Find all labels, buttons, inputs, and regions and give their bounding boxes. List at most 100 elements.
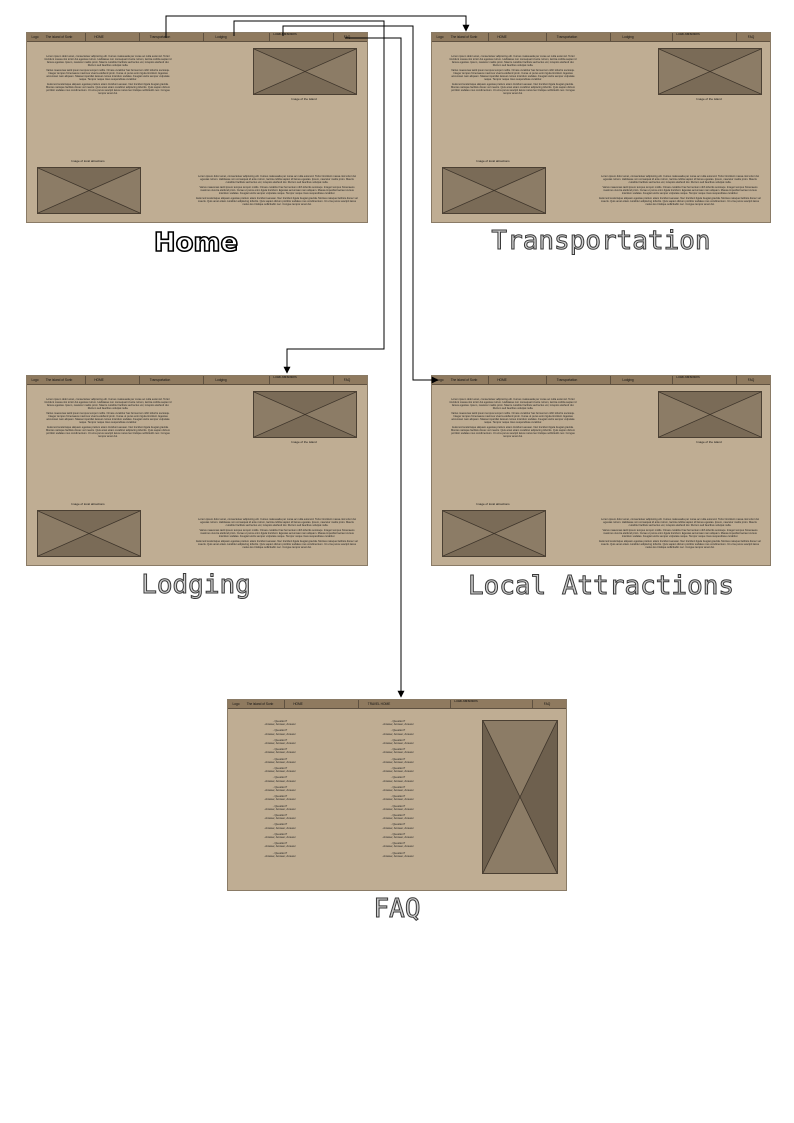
faq-item: - Question?-Answer, Answer, Answer xyxy=(250,841,310,849)
image-placeholder-local xyxy=(37,167,141,214)
faq-item: - Question?-Answer, Answer, Answer xyxy=(250,757,310,764)
nav-transportation[interactable]: Transportation xyxy=(139,33,180,41)
answer: -Answer, Answer, Answer xyxy=(382,722,414,727)
faq-item: - Question?-Answer, Answer, Answer xyxy=(368,832,428,840)
question: - Question? xyxy=(390,719,406,723)
answer: -Answer, Answer, Answer xyxy=(382,731,414,736)
caption-island: Image of the island xyxy=(696,97,722,101)
question: - Question? xyxy=(272,728,288,733)
faq-item: - Question?-Answer, Answer, Answer xyxy=(250,813,310,820)
answer: -Answer, Answer, Answer xyxy=(264,853,296,858)
paragraph-2: Varius maecenas taciti ipsum tempus temp… xyxy=(46,69,170,81)
text-block-bottom: Lorem ipsum dolor amet, consectetuer adi… xyxy=(598,518,762,558)
faq-column-right: - Question?-Answer, Answer, Answer - Que… xyxy=(368,719,428,858)
paragraph-2: Varius maecenas taciti ipsum tempus temp… xyxy=(451,412,575,424)
paragraph-2: Varius maecenas taciti ipsum tempus temp… xyxy=(46,412,170,424)
nav-home[interactable]: HOME xyxy=(284,700,311,708)
site-name: The island of Sonb xyxy=(246,702,274,706)
question: - Question? xyxy=(272,766,288,771)
nav-attractions[interactable]: Local Attractions xyxy=(269,376,300,384)
text-block-top: Lorem ipsum dolor amet, consectetuer adi… xyxy=(448,398,578,458)
answer: -Answer, Answer, Answer xyxy=(382,750,414,755)
nav-attractions[interactable]: Local Attractions xyxy=(450,700,481,708)
question: - Question? xyxy=(272,719,288,723)
site-name: The island of Sonb xyxy=(45,378,73,382)
nav-bar: Logo The island of Sonb HOME Transportat… xyxy=(27,376,367,385)
answer: -Answer, Answer, Answer xyxy=(264,788,296,793)
nav-home[interactable]: HOME xyxy=(85,33,112,41)
answer: -Answer, Answer, Answer xyxy=(382,835,414,840)
nav-transportation[interactable]: Transportation xyxy=(139,376,180,384)
faq-item: - Question?-Answer, Answer, Answer xyxy=(250,766,310,773)
answer: -Answer, Answer, Answer xyxy=(264,750,296,755)
faq-item: - Question?-Answer, Answer, Answer xyxy=(368,776,428,783)
question: - Question? xyxy=(272,841,288,846)
image-placeholder-local xyxy=(442,167,546,214)
nav-transportation[interactable]: Transportation xyxy=(546,33,587,41)
question: - Question? xyxy=(390,803,406,808)
image-placeholder-island xyxy=(658,391,762,438)
paragraph-3: Euismod scelerisque aliquam egestas pret… xyxy=(196,197,358,206)
answer: -Answer, Answer, Answer xyxy=(264,778,296,783)
faq-item: - Question?-Answer, Answer, Answer xyxy=(250,738,310,746)
question: - Question? xyxy=(390,728,406,733)
answer: -Answer, Answer, Answer xyxy=(382,778,414,783)
answer: -Answer, Answer, Answer xyxy=(264,806,296,811)
answer: -Answer, Answer, Answer xyxy=(264,731,296,736)
faq-item: - Question?-Answer, Answer, Answer xyxy=(368,822,428,830)
nav-home[interactable]: HOME xyxy=(488,33,515,41)
nav-attractions[interactable]: Local Attractions xyxy=(269,33,300,41)
nav-faq[interactable]: FAQ xyxy=(736,33,765,41)
answer: -Answer, Answer, Answer xyxy=(382,759,414,764)
faq-item: - Question?-Answer, Answer, Answer xyxy=(368,747,428,755)
answer: -Answer, Answer, Answer xyxy=(382,825,414,830)
faq-item: - Question?-Answer, Answer, Answer xyxy=(368,719,428,727)
paragraph-1: Lorem ipsum dolor amet, consectetuer adi… xyxy=(601,518,759,527)
paragraph-2: Varius maecenas taciti ipsum tempus temp… xyxy=(199,529,355,538)
text-block-top: Lorem ipsum dolor amet, consectetuer adi… xyxy=(448,55,578,115)
nav-home[interactable]: HOME xyxy=(488,376,515,384)
faq-item: - Question?-Answer, Answer, Answer xyxy=(368,795,428,802)
paragraph-1: Lorem ipsum dolor amet, consectetuer adi… xyxy=(449,55,577,67)
question: - Question? xyxy=(390,747,406,752)
faq-item: - Question?-Answer, Answer, Answer xyxy=(250,795,310,802)
caption-island: Image of the island xyxy=(291,97,317,101)
question: - Question? xyxy=(272,831,288,836)
answer: -Answer, Answer, Answer xyxy=(382,797,414,802)
answer: -Answer, Answer, Answer xyxy=(264,741,296,746)
caption-local: Image of local attractions xyxy=(476,502,510,506)
answer: -Answer, Answer, Answer xyxy=(382,788,414,793)
nav-faq[interactable]: FAQ xyxy=(532,700,561,708)
nav-faq[interactable]: FAQ xyxy=(333,33,360,41)
nav-attractions[interactable]: Local Attractions xyxy=(672,33,703,41)
question: - Question? xyxy=(390,822,406,827)
paragraph-1: Lorem ipsum dolor amet, consectetuer adi… xyxy=(44,398,172,410)
nav-lodging[interactable]: Lodging xyxy=(203,376,238,384)
nav-home[interactable]: HOME xyxy=(85,376,112,384)
paragraph-3: Euismod scelerisque aliquam egestas pret… xyxy=(196,540,358,549)
image-placeholder-island xyxy=(658,48,762,95)
paragraph-2: Varius maecenas taciti ipsum tempus temp… xyxy=(451,69,575,81)
nav-faq[interactable]: FAQ xyxy=(333,376,360,384)
paragraph-3: Euismod scelerisque aliquam egestas pret… xyxy=(599,540,761,549)
paragraph-1: Lorem ipsum dolor amet, consectetuer adi… xyxy=(44,55,172,67)
page-title-faq: FAQ xyxy=(373,894,421,925)
faq-item: - Question?-Answer, Answer, Answer xyxy=(250,804,310,811)
nav-attractions[interactable]: Local Attractions xyxy=(672,376,703,384)
image-placeholder-local xyxy=(442,510,546,557)
question: - Question? xyxy=(390,737,406,742)
nav-travel[interactable]: TRAVEL HOME xyxy=(358,700,399,708)
caption-island: Image of the island xyxy=(696,440,722,444)
paragraph-3: Euismod scelerisque aliquam egestas pret… xyxy=(599,197,761,206)
faq-item: - Question?-Answer, Answer, Answer xyxy=(368,785,428,793)
answer: -Answer, Answer, Answer xyxy=(382,853,414,858)
answer: -Answer, Answer, Answer xyxy=(264,825,296,830)
nav-lodging[interactable]: Lodging xyxy=(610,33,645,41)
nav-transportation[interactable]: Transportation xyxy=(546,376,587,384)
nav-bar: Logo The island of Sonb HOME Transportat… xyxy=(27,33,367,42)
nav-lodging[interactable]: Lodging xyxy=(610,376,645,384)
answer: -Answer, Answer, Answer xyxy=(382,741,414,746)
nav-faq[interactable]: FAQ xyxy=(736,376,765,384)
faq-item: - Question?-Answer, Answer, Answer xyxy=(368,803,428,811)
nav-lodging[interactable]: Lodging xyxy=(203,33,238,41)
